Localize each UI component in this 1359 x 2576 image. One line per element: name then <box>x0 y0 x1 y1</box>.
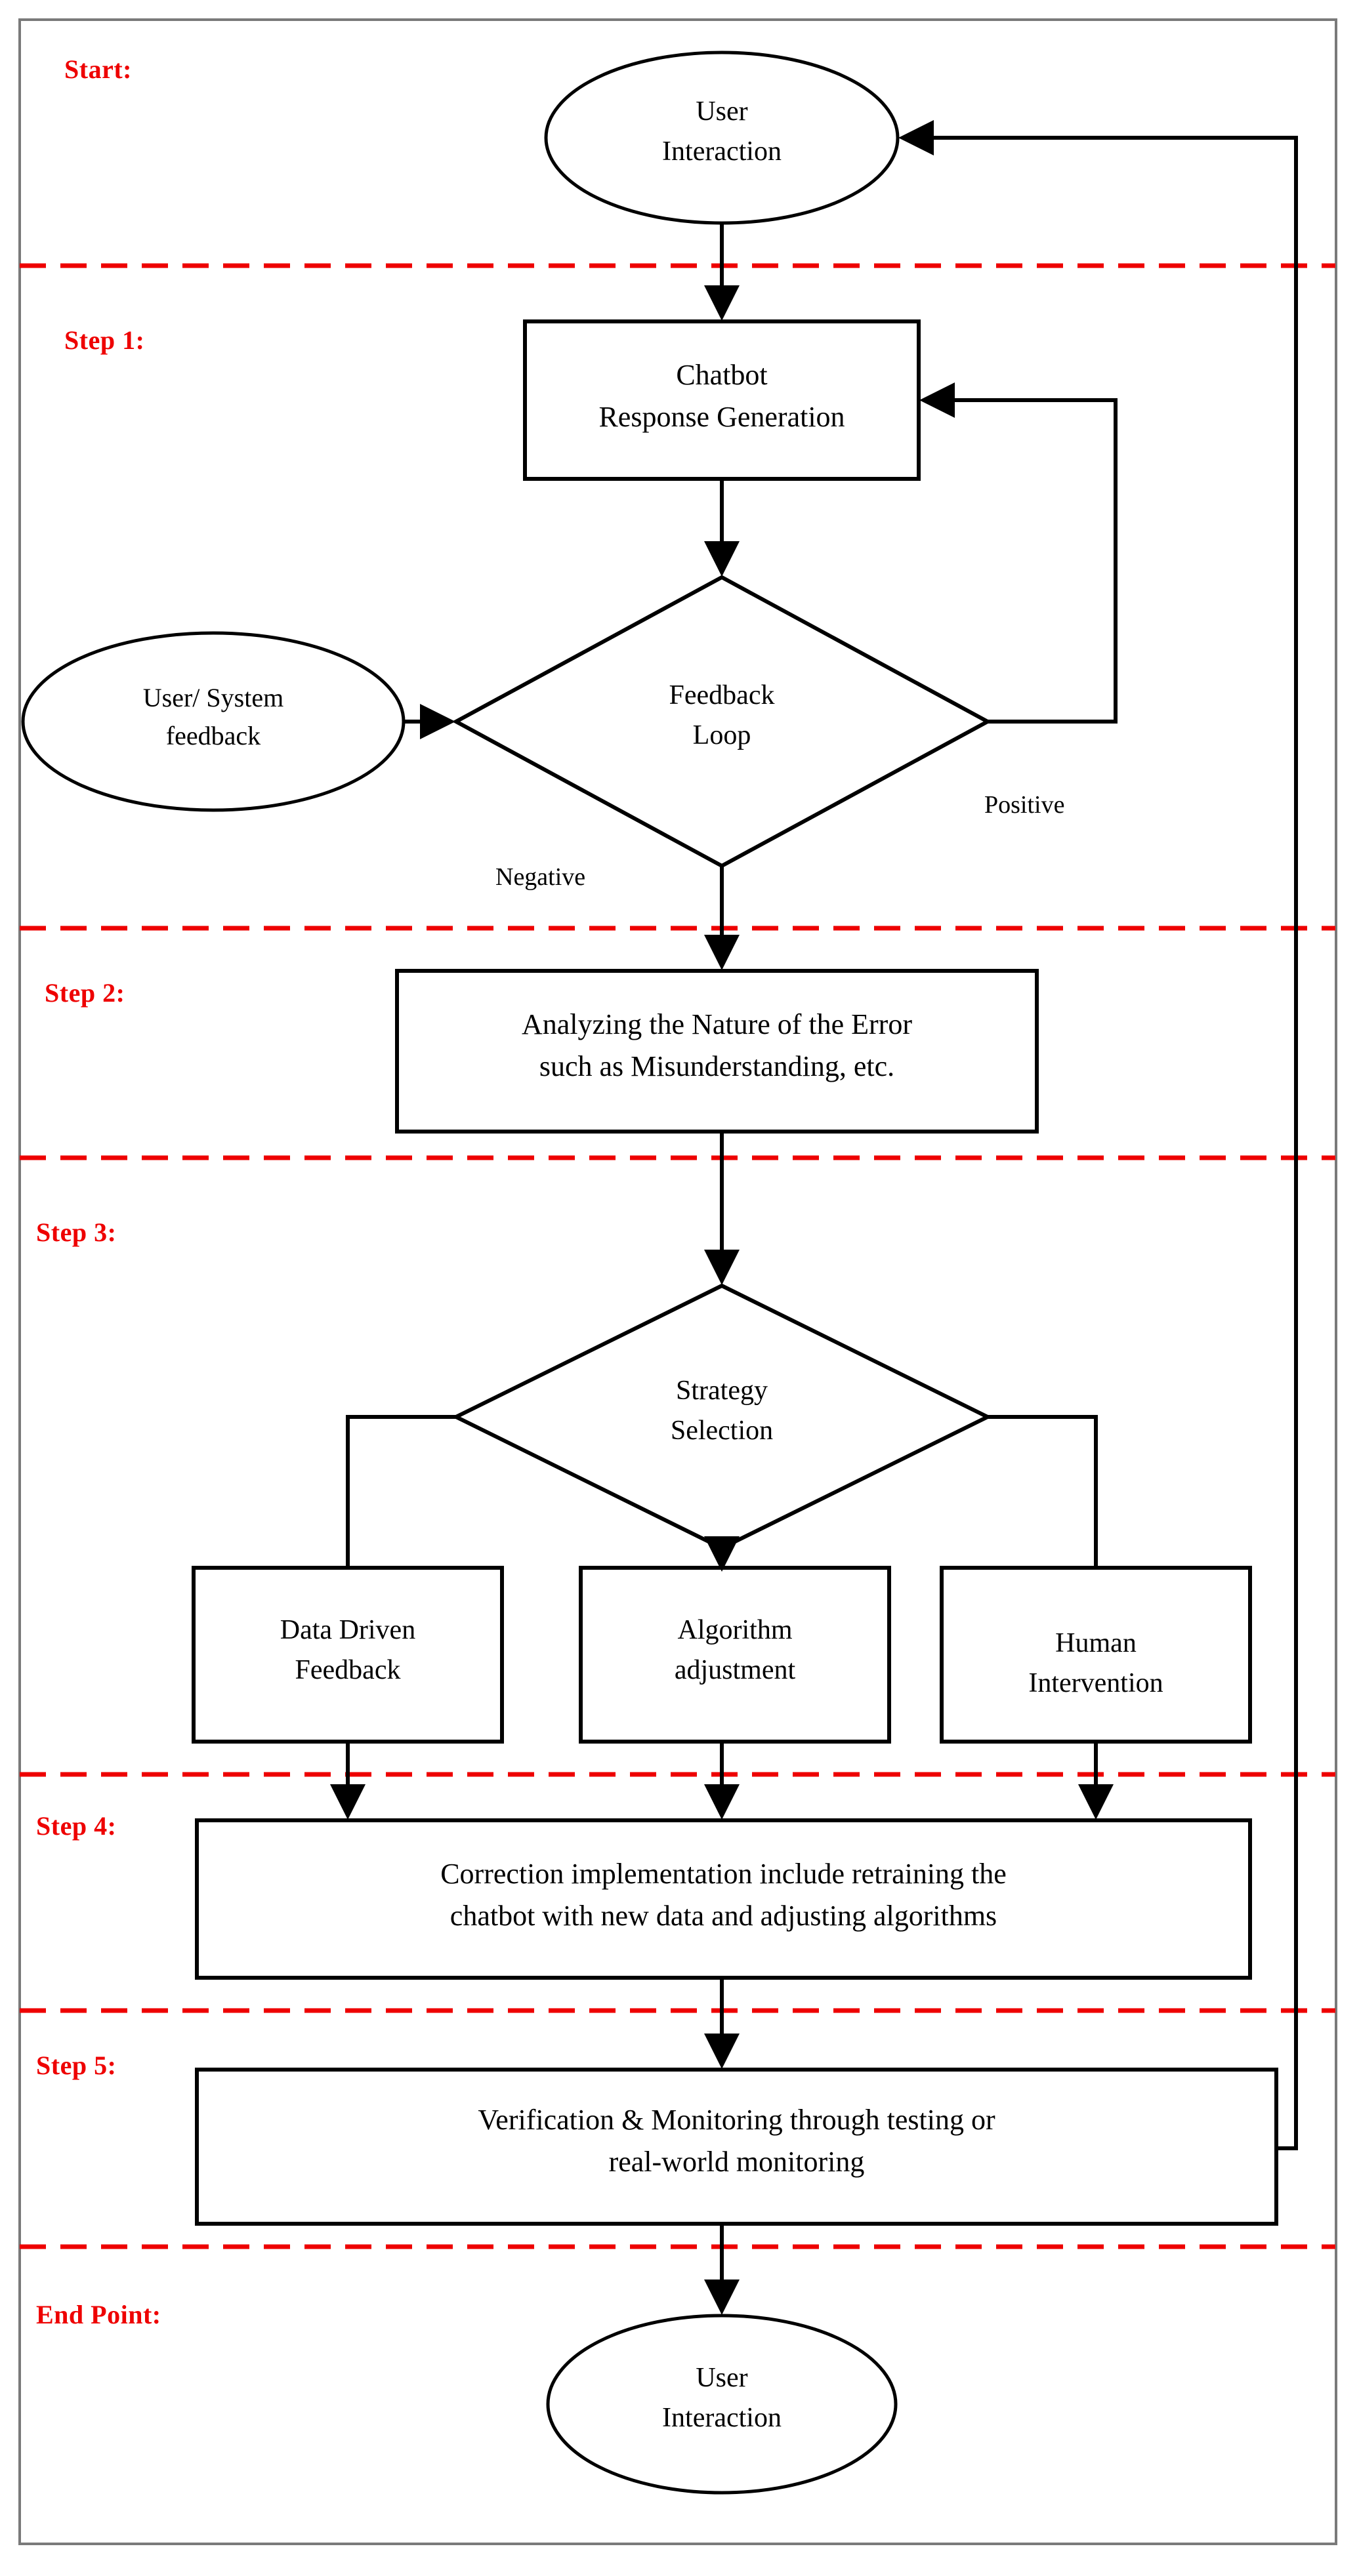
edge-strategy-to-human <box>988 1415 1098 1568</box>
lane-label-step1: Step 1: <box>64 325 145 355</box>
lane-label-start: Start: <box>64 54 132 84</box>
human-box-shape <box>940 1566 1252 1744</box>
data-driven-box-shape <box>192 1566 504 1744</box>
chatbot-box-shape <box>523 319 921 481</box>
lane-label-step2: Step 2: <box>45 978 125 1008</box>
correction-box-shape <box>195 1818 1252 1980</box>
lane-label-end: End Point: <box>36 2300 161 2329</box>
start-ellipse-shape <box>544 51 900 225</box>
lane-divider-group <box>20 263 1335 2249</box>
lane-label-step4: Step 4: <box>36 1811 117 1841</box>
lane-label-step3: Step 3: <box>36 1217 117 1247</box>
algorithm-box-shape <box>579 1566 891 1744</box>
strategy-diamond-shape <box>451 1283 992 1551</box>
edge-strategy-to-data-driven <box>346 1415 456 1568</box>
edge-label-positive: Positive <box>984 791 1065 819</box>
analyze-box-shape <box>395 969 1039 1134</box>
edge-verification-loopback-to-start <box>898 120 1298 2150</box>
feedback-diamond-shape <box>451 575 992 869</box>
edge-positive-loop <box>919 382 1118 724</box>
lane-label-step5: Step 5: <box>36 2051 117 2080</box>
user-system-feedback-ellipse-shape <box>21 631 406 812</box>
end-ellipse-shape <box>546 2314 898 2495</box>
edge-label-negative: Negative <box>495 863 586 891</box>
verification-box-shape <box>195 2068 1278 2226</box>
page-border <box>18 18 1337 2545</box>
